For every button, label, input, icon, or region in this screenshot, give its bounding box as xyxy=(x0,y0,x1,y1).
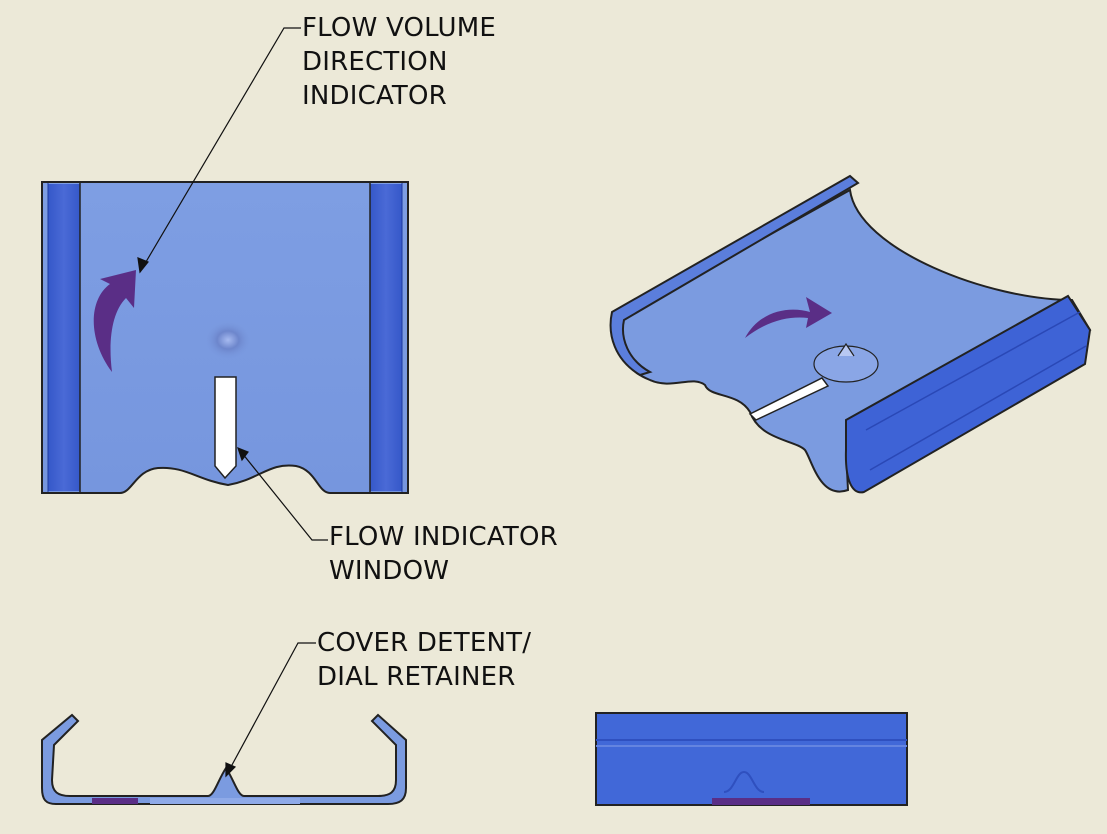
callout-line: FLOW VOLUME xyxy=(302,13,497,43)
leader-lines xyxy=(137,27,328,778)
front-profile xyxy=(41,713,407,805)
callout-flow-volume-direction-indicator: FLOW VOLUME DIRECTION INDICATOR xyxy=(302,11,496,113)
callout-line: COVER DETENT/ xyxy=(317,628,532,658)
callout-flow-indicator-window: FLOW INDICATOR WINDOW xyxy=(329,520,558,588)
iso-back-flange xyxy=(609,174,860,377)
left-flange xyxy=(48,184,80,491)
callout-line: INDICATOR xyxy=(302,81,447,111)
leader-cover-detent xyxy=(225,642,316,777)
callout-line: WINDOW xyxy=(329,556,450,586)
iso-plate xyxy=(616,188,1092,493)
dial-retainer-dimple xyxy=(204,320,252,360)
flow-direction-arrow xyxy=(93,270,136,372)
top-view xyxy=(41,181,409,494)
callout-cover-detent-dial-retainer: COVER DETENT/ DIAL RETAINER xyxy=(317,626,531,694)
front-view xyxy=(41,713,407,805)
side-view xyxy=(595,712,908,806)
iso-flow-arrow xyxy=(745,297,832,338)
callout-line: FLOW INDICATOR xyxy=(329,522,558,552)
callout-line: DIRECTION xyxy=(302,47,448,77)
iso-window xyxy=(748,377,830,421)
iso-front-flange xyxy=(844,294,1092,494)
leader-flow-volume xyxy=(139,27,301,273)
flow-indicator-window xyxy=(214,376,237,480)
isometric-view xyxy=(609,174,1092,494)
right-flange xyxy=(370,184,402,491)
side-profile xyxy=(595,712,908,806)
callout-line: DIAL RETAINER xyxy=(317,662,516,692)
leader-flow-window xyxy=(237,447,328,541)
